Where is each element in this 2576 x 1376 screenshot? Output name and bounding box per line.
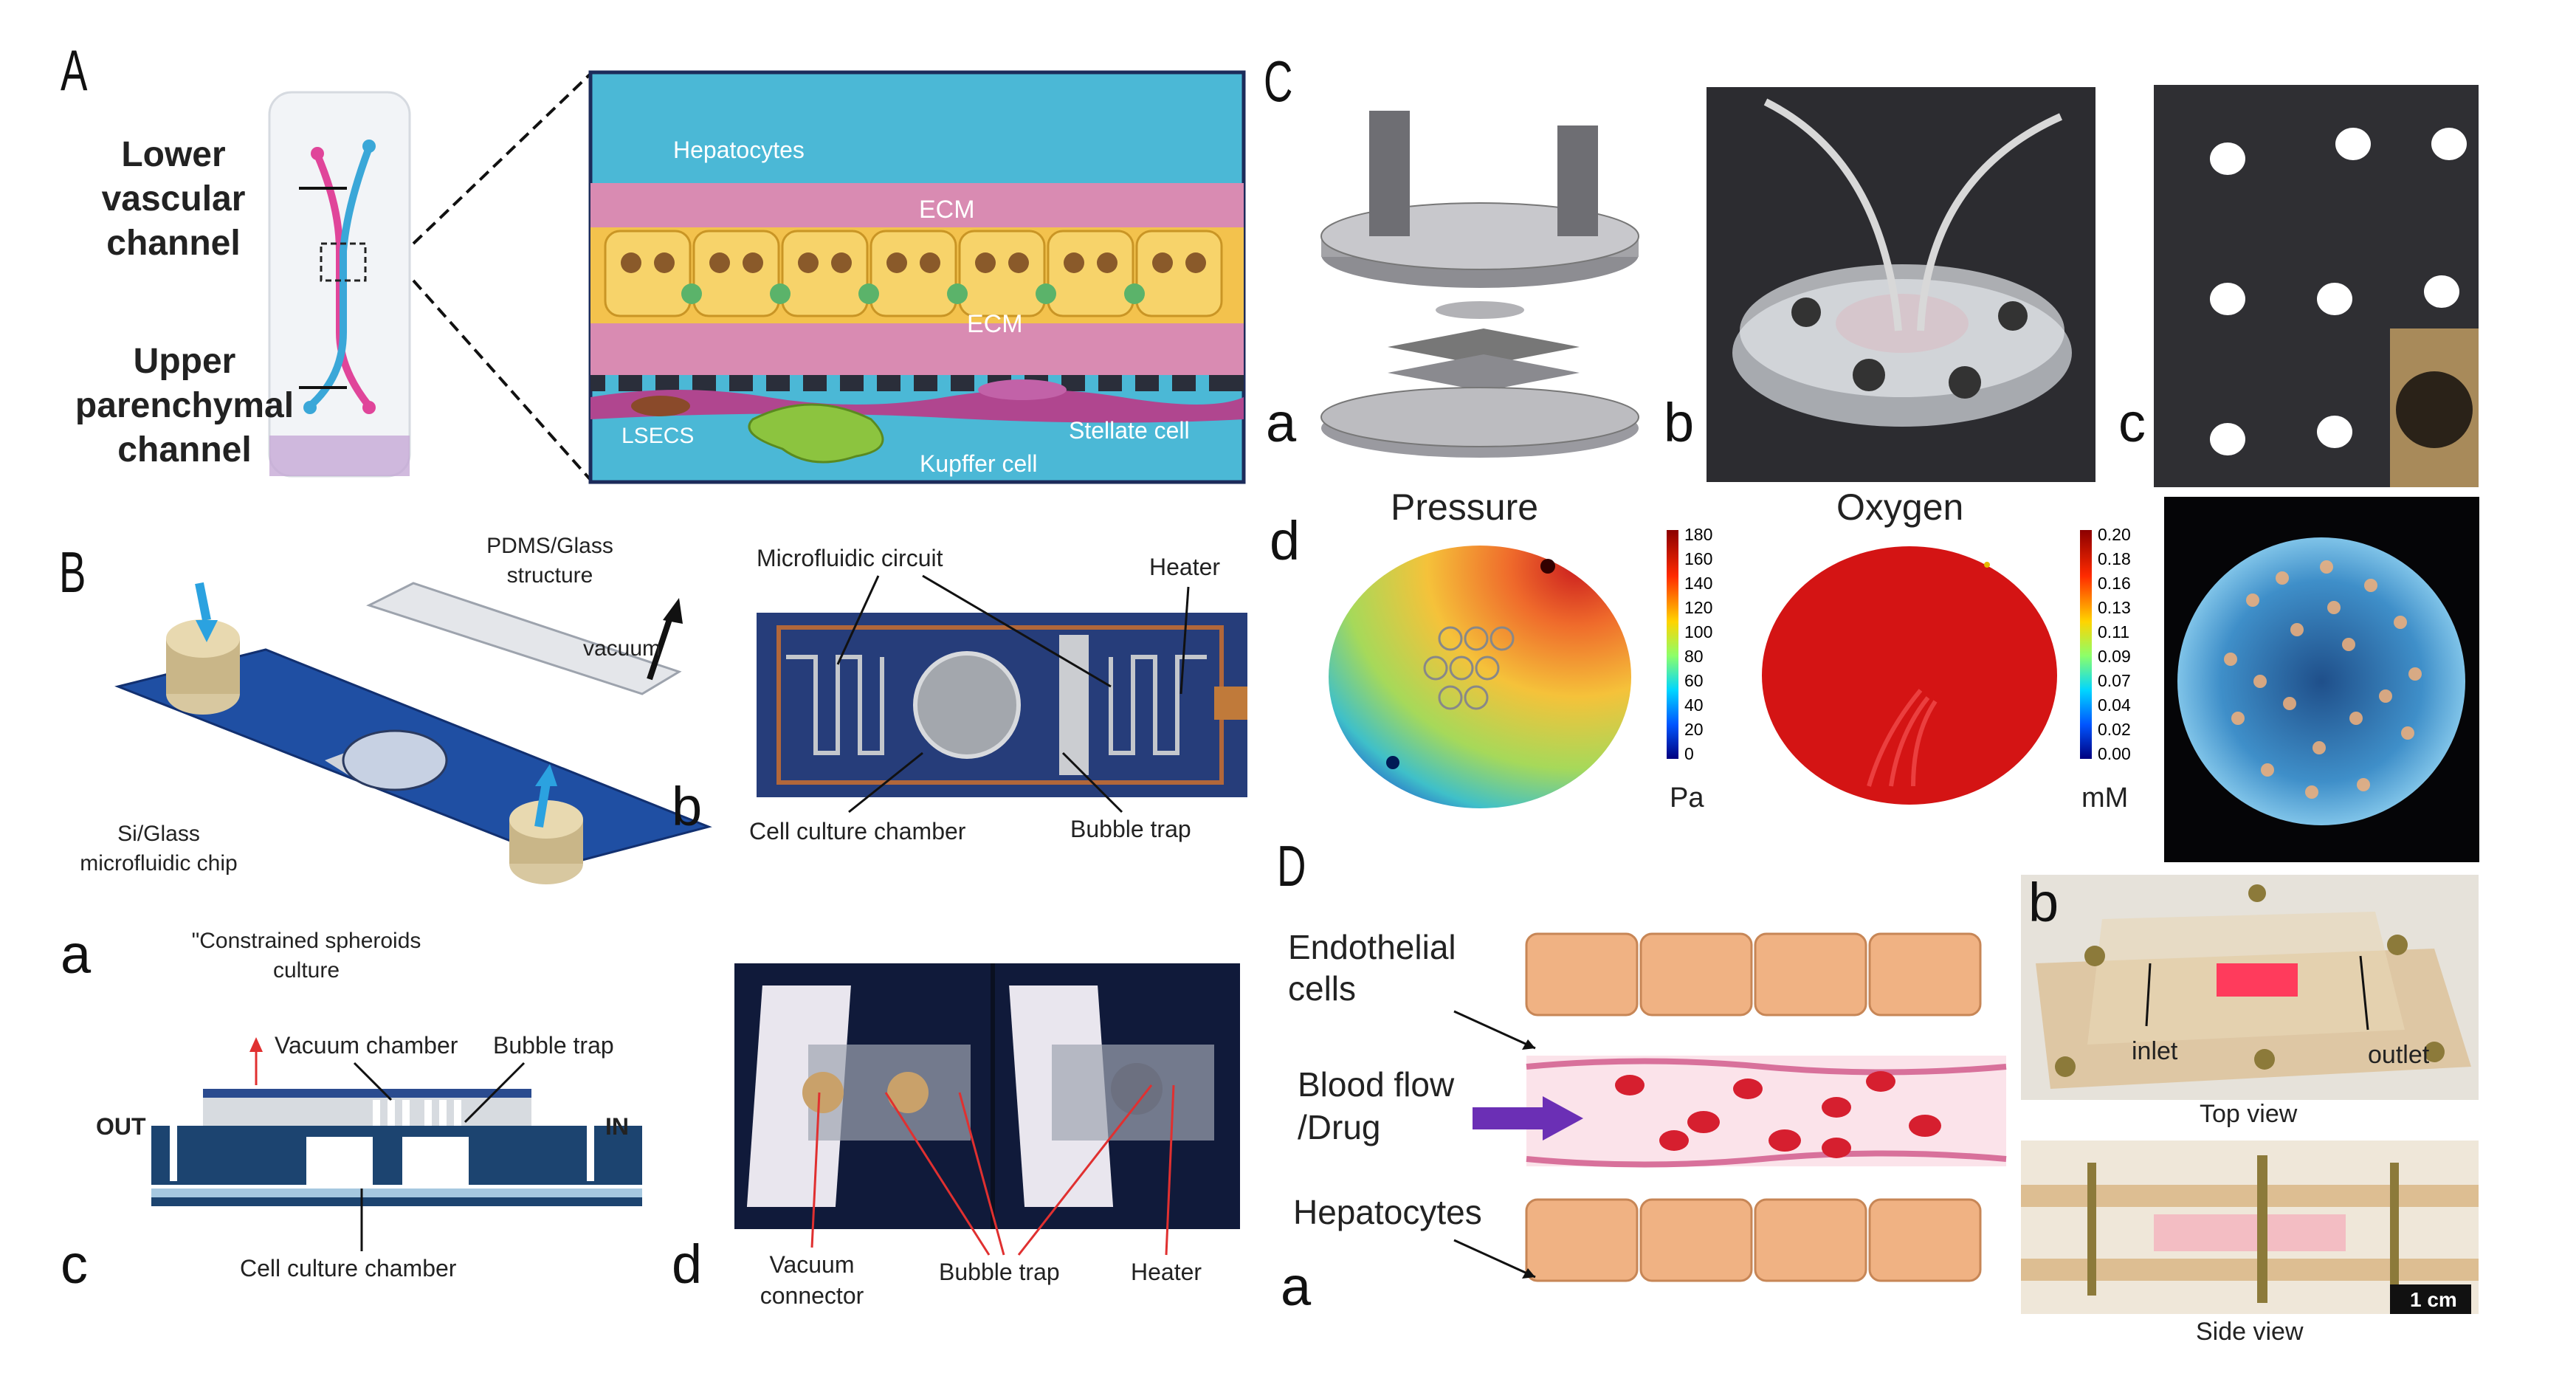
pressure-tick: 0	[1684, 744, 1694, 763]
microfluidic-circuit-label: Microfluidic circuit	[757, 545, 943, 571]
liver-sinusoid-diagram	[588, 70, 1246, 484]
sinusoid-schematic	[1525, 932, 2007, 1282]
pdms-glass-label: PDMS/Glass structure	[486, 534, 613, 588]
oxygen-tick: 0.07	[2098, 671, 2131, 690]
pressure-tick: 100	[1684, 622, 1713, 641]
pressure-colorbar	[1667, 530, 1678, 759]
side-view-label: Side view	[2196, 1318, 2304, 1346]
bioreactor-exploded-view	[1320, 111, 1639, 458]
oxygen-tick: 0.18	[2098, 549, 2131, 568]
pressure-ticks: 180 160 140 120 100 80 60 40 20 0	[1684, 523, 1729, 774]
scale-bar-label: 1 cm	[2410, 1288, 2457, 1311]
oxygen-tick: 0.00	[2098, 744, 2131, 763]
blood-flow-label: Blood flow /Drug	[1298, 1065, 1455, 1146]
oxygen-title: Oxygen	[1836, 486, 1964, 528]
oxygen-tick: 0.16	[2098, 574, 2131, 593]
pressure-tick: 160	[1684, 549, 1713, 568]
sem-micrograph-content	[2210, 128, 2479, 487]
pressure-tick: 120	[1684, 598, 1713, 617]
top-view-label: Top view	[2200, 1100, 2298, 1128]
sub-letter-C-a: a	[1266, 392, 1297, 453]
pressure-tick: 20	[1684, 720, 1704, 739]
heater-label-b: Heater	[1149, 554, 1221, 580]
pressure-tick: 80	[1684, 647, 1704, 666]
flow-arrow	[1473, 1096, 1583, 1141]
oxygen-colorbar	[2080, 530, 2092, 759]
sub-letter-B-b: b	[672, 776, 703, 837]
sub-letter-C-b: b	[1664, 392, 1695, 453]
pressure-tick: 40	[1684, 695, 1704, 715]
cell-culture-chamber-label-b: Cell culture chamber	[749, 818, 966, 844]
inlet-label: inlet	[2132, 1037, 2178, 1065]
bioreactor-photo-content	[1732, 98, 2072, 427]
hepatocytes-label: Hepatocytes	[673, 137, 805, 163]
bubble-trap-label-d: Bubble trap	[939, 1259, 1060, 1285]
sub-letter-C-d: d	[1270, 510, 1301, 571]
microfluidic-circuit-chip	[757, 613, 1247, 797]
bubble-trap-label-c: Bubble trap	[493, 1032, 614, 1059]
oxygen-map	[1762, 546, 2057, 805]
kupffer-cell-label: Kupffer cell	[920, 450, 1038, 477]
pressure-map	[1329, 546, 1631, 808]
oxygen-tick: 0.13	[2098, 598, 2131, 617]
lsecs-label: LSECS	[621, 424, 695, 448]
outlet-label: outlet	[2368, 1041, 2430, 1069]
heater-label-d: Heater	[1131, 1259, 1202, 1285]
panel-letter-D: D	[1277, 833, 1306, 898]
pressure-title: Pressure	[1391, 486, 1539, 528]
panel-letter-C: C	[1264, 49, 1293, 114]
endothelial-cells-label: Endothelial cells	[1288, 928, 1456, 1008]
cell-culture-chamber-label-c: Cell culture chamber	[240, 1255, 457, 1282]
sub-letter-B-d: d	[672, 1234, 703, 1295]
chip-cross-section	[151, 1089, 642, 1206]
vacuum-label: vacuum	[583, 636, 661, 661]
microfluidic-chip-3d	[114, 582, 712, 884]
sub-letter-D-a: a	[1281, 1256, 1312, 1317]
pressure-tick: 180	[1684, 525, 1713, 544]
stellate-cell-label: Stellate cell	[1069, 417, 1190, 444]
oxygen-tick: 0.11	[2098, 622, 2130, 641]
vacuum-connector-label: Vacuum connector	[760, 1251, 864, 1309]
oxygen-tick: 0.02	[2098, 720, 2131, 739]
oxygen-unit: mM	[2081, 782, 2129, 813]
vacuum-chamber-label: Vacuum chamber	[275, 1032, 458, 1059]
in-label: IN	[605, 1113, 629, 1140]
oxygen-tick: 0.20	[2098, 525, 2131, 544]
device-side-view-content	[2021, 1155, 2479, 1314]
oxygen-tick: 0.04	[2098, 695, 2131, 715]
hepatocytes-label-D: Hepatocytes	[1293, 1193, 1482, 1231]
oxygen-tick: 0.09	[2098, 647, 2131, 666]
pressure-tick: 60	[1684, 671, 1704, 690]
pressure-unit: Pa	[1670, 782, 1704, 813]
spheroid-fluorescence-content	[2177, 537, 2465, 825]
out-label: OUT	[96, 1113, 146, 1140]
upper-parenchymal-label: Upper parenchymal channel	[75, 342, 295, 469]
pressure-tick: 140	[1684, 574, 1713, 593]
si-glass-chip-label: Si/Glass microfluidic chip	[80, 822, 238, 876]
oxygen-ticks: 0.20 0.18 0.16 0.13 0.11 0.09 0.07 0.04 …	[2098, 523, 2149, 774]
ecm-top-label: ECM	[919, 196, 975, 224]
constrained-spheroids-label: "Constrained spheroids culture	[191, 929, 421, 983]
sub-letter-D-b: b	[2028, 872, 2059, 933]
bubble-trap-label-b: Bubble trap	[1070, 816, 1191, 842]
sub-letter-B-c: c	[61, 1234, 88, 1295]
panel-letter-A: A	[61, 38, 88, 103]
ecm-bottom-label: ECM	[967, 310, 1023, 338]
sub-letter-B-a: a	[61, 923, 92, 985]
chip-photo-d-content	[746, 963, 1214, 1229]
sub-letter-C-c: c	[2118, 392, 2146, 453]
device-top-view-content	[2036, 884, 2471, 1089]
lower-vascular-label: Lower vascular channel	[101, 135, 246, 263]
panel-letter-B: B	[59, 540, 86, 605]
